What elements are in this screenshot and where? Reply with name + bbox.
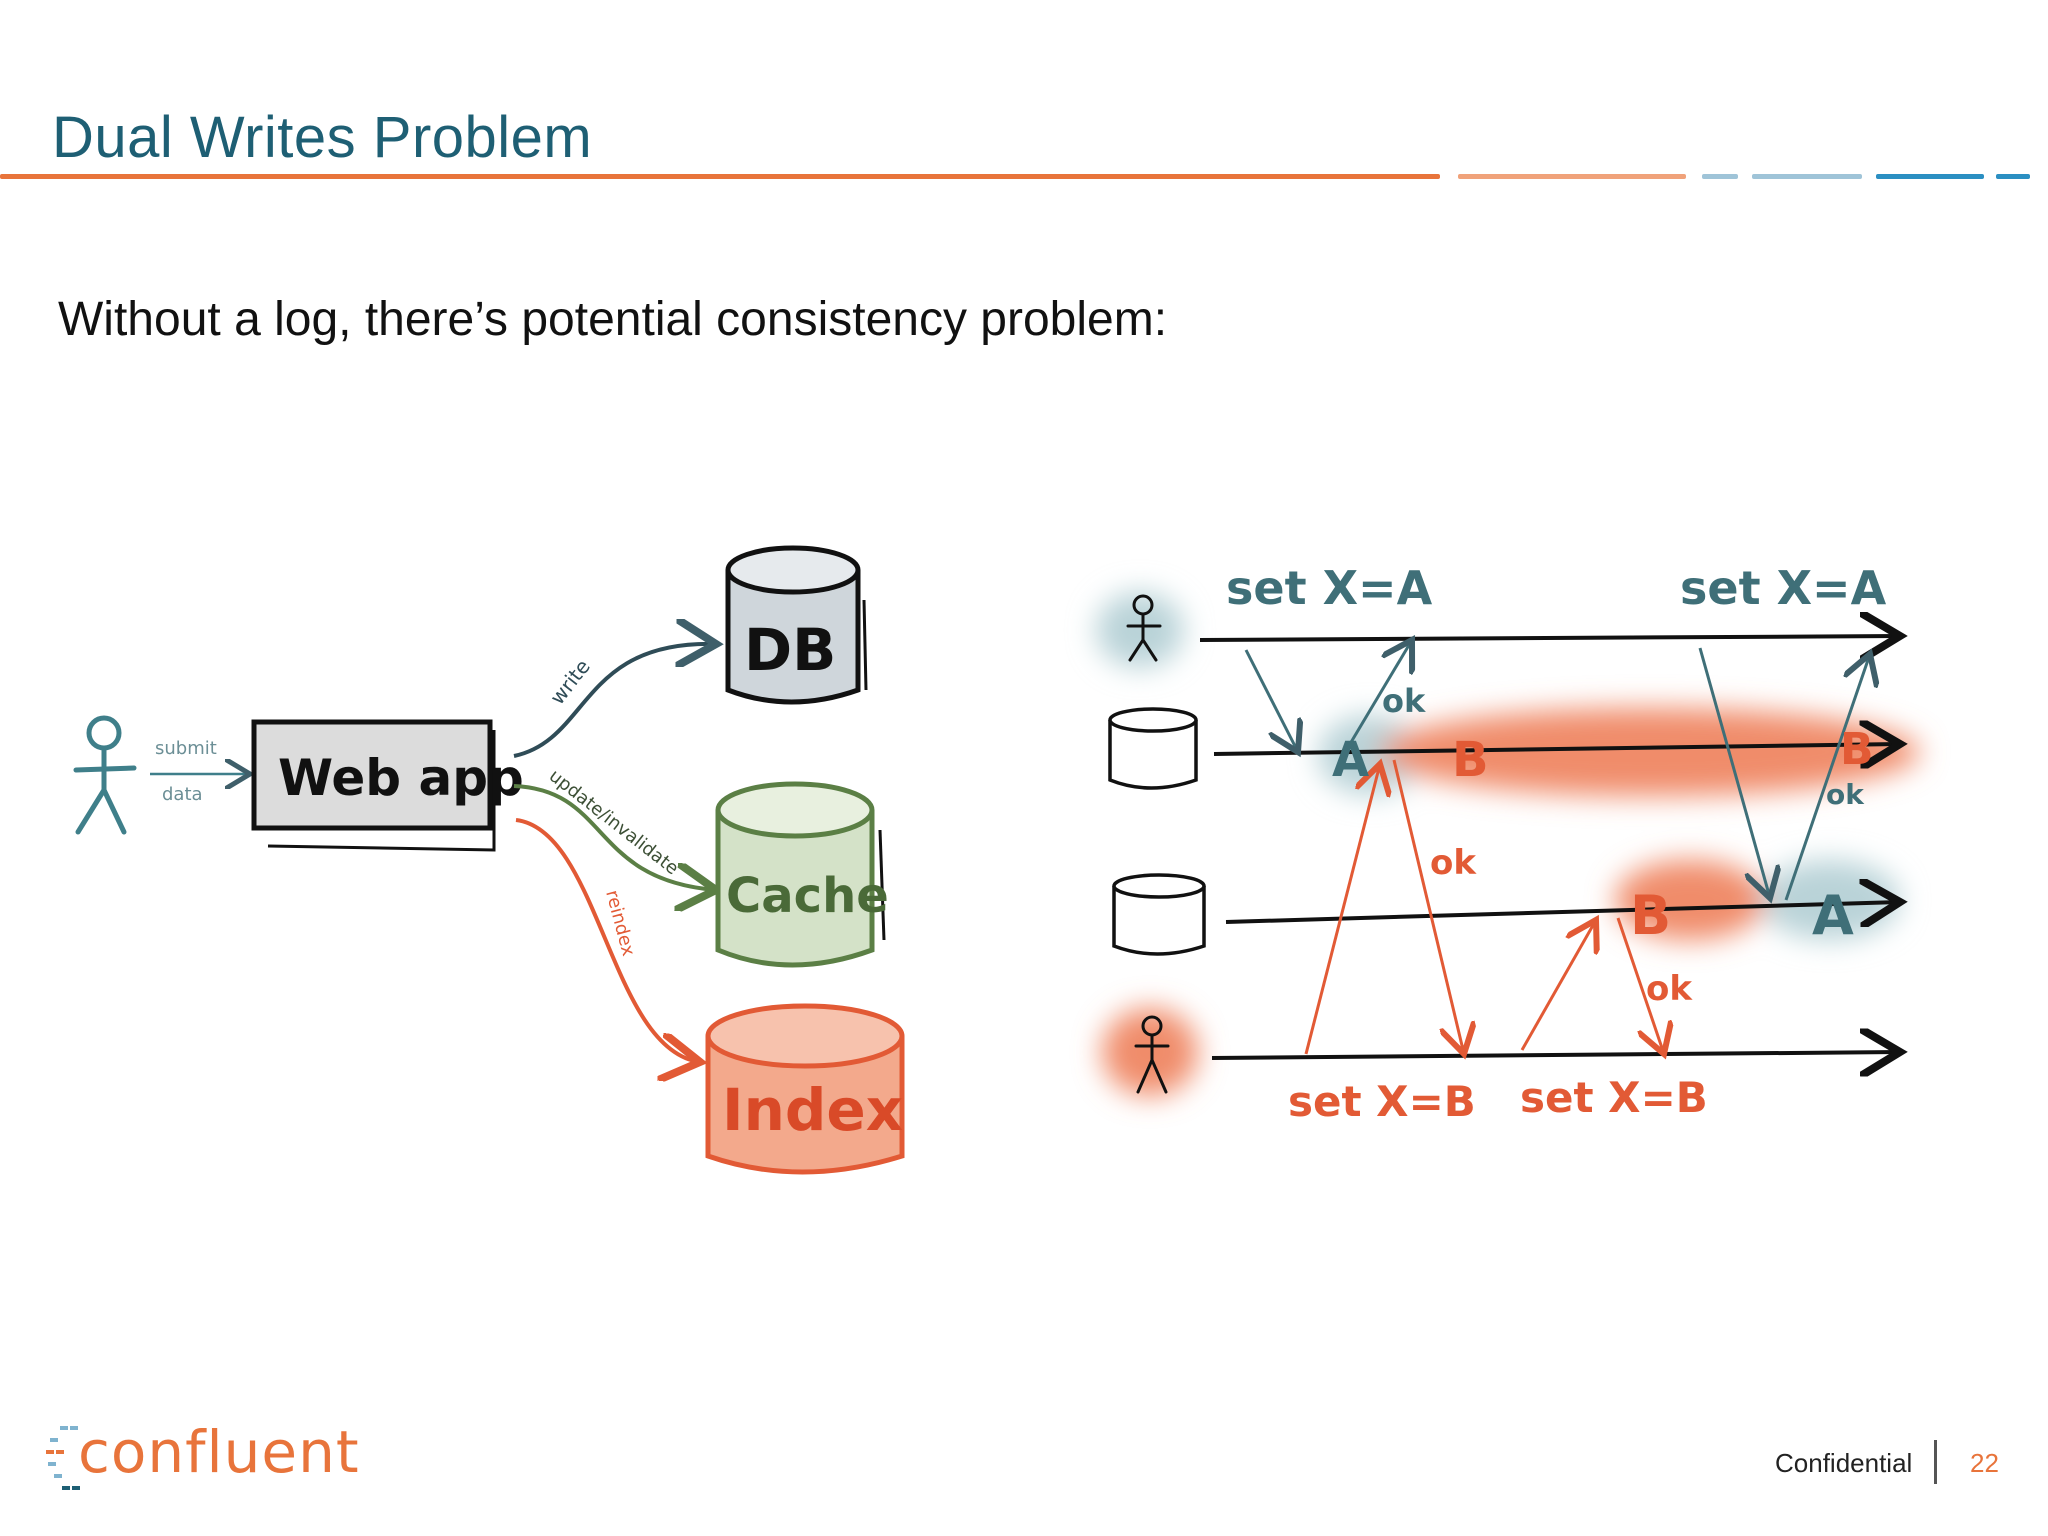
value-b-idx: B [1630, 884, 1671, 947]
header-rule-segment [1752, 174, 1862, 179]
index-label: Index [722, 1076, 903, 1144]
header-rule-main [0, 174, 1440, 179]
edge-label-reindex: reindex [601, 888, 639, 959]
page-number: 22 [1970, 1448, 1999, 1478]
footer-confidential: Confidential [1775, 1448, 1913, 1478]
label-set-b-1: set X=B [1288, 1077, 1476, 1126]
confluent-logo-text: confluent [78, 1418, 360, 1486]
label-set-a-2: set X=A [1680, 561, 1887, 615]
confluent-logo-icon [46, 1426, 80, 1490]
header-rule-segment [1996, 174, 2030, 179]
value-a-db: A [1332, 732, 1369, 788]
label-ok-3: ok [1430, 843, 1477, 883]
value-b-db: B [1452, 732, 1489, 788]
web-app-label: Web app [278, 749, 524, 807]
user-figure-icon [73, 715, 137, 835]
footer-separator [1934, 1440, 1937, 1484]
edge-label-data: data [162, 784, 203, 805]
header-rule-segment [1458, 174, 1686, 179]
label-set-a-1: set X=A [1226, 561, 1433, 615]
edge-label-update: update/invalidate [545, 765, 683, 879]
value-b-db-end: B [1840, 724, 1874, 775]
index-row-cylinder-icon [1112, 873, 1206, 956]
web-app-box [251, 719, 493, 831]
cache-cylinder-icon [715, 781, 886, 968]
highlight-blobs [1096, 592, 1920, 1096]
db-label: DB [744, 616, 836, 684]
db-row-cylinder-icon [1108, 707, 1198, 790]
user-b-figure-icon [1134, 1015, 1170, 1094]
value-a-idx-end: A [1812, 884, 1854, 947]
label-set-b-2: set X=B [1520, 1073, 1708, 1122]
header-rule-segment [1876, 174, 1984, 179]
slide-subtitle: Without a log, there’s potential consist… [58, 293, 1168, 346]
label-ok-1: ok [1382, 682, 1426, 720]
user-a-figure-icon [1126, 594, 1162, 662]
header-rule-segment [1702, 174, 1738, 179]
edge-label-submit: submit [155, 738, 217, 759]
slide-title: Dual Writes Problem [52, 105, 593, 170]
index-cylinder-icon [705, 1003, 905, 1175]
db-cylinder-icon [725, 545, 868, 705]
label-ok-2: ok [1826, 778, 1865, 811]
cache-label: Cache [726, 868, 889, 924]
label-ok-4: ok [1646, 969, 1693, 1009]
